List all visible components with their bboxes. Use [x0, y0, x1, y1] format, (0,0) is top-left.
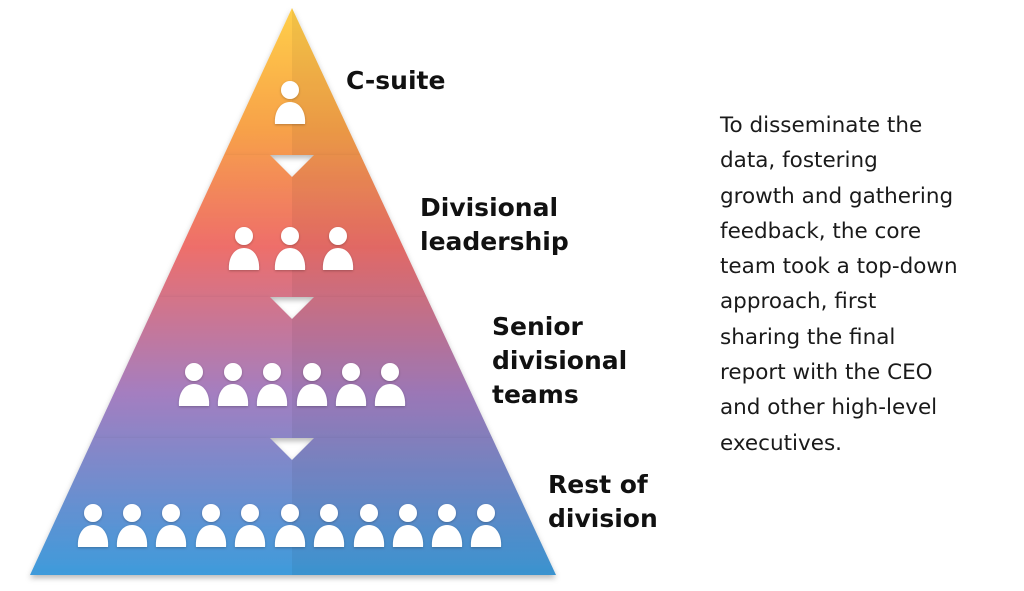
description-line: team took a top-down	[720, 254, 958, 280]
tier-label-3: Senior divisional teams	[492, 310, 627, 412]
tier-label-line: C-suite	[346, 66, 446, 95]
tier-label-line: Senior	[492, 312, 583, 341]
person-icon	[155, 504, 187, 547]
person-icon	[313, 504, 345, 547]
person-icon	[217, 363, 249, 406]
tier-label-line: divisional	[492, 346, 628, 375]
tier-label-4: Rest of division	[548, 468, 658, 536]
description-line: and other high-level	[720, 395, 938, 421]
tier-label-line: teams	[492, 380, 579, 409]
description-line: data, fostering	[720, 148, 878, 174]
pyramid-tier-shade-1	[292, 8, 361, 155]
tier-label-line: division	[548, 504, 658, 533]
person-icon	[374, 363, 406, 406]
person-icon	[392, 504, 424, 547]
person-icon	[335, 363, 367, 406]
tier-label-line: leadership	[420, 227, 569, 256]
pyramid-tier-shade-2	[292, 155, 427, 297]
tier-label-line: Rest of	[548, 470, 648, 499]
person-icon	[274, 504, 306, 547]
description-line: feedback, the core	[720, 218, 922, 244]
person-icon	[274, 227, 306, 270]
description-line: approach, first	[720, 289, 877, 315]
description-line: executives.	[720, 430, 842, 456]
description-line: sharing the final	[720, 324, 896, 350]
people-icons	[77, 81, 502, 547]
person-icon	[77, 504, 109, 547]
tier-label-line: Divisional	[420, 193, 559, 222]
person-icon	[470, 504, 502, 547]
pyramid-tier-2	[158, 155, 427, 297]
description-text: To disseminate the data, fostering growth …	[720, 108, 1010, 461]
tier-label-1: C-suite	[346, 64, 445, 98]
description-line: To disseminate the	[720, 113, 923, 138]
person-icon	[274, 81, 306, 124]
person-icon	[256, 363, 288, 406]
description-line: growth and gathering	[720, 183, 954, 209]
person-icon	[296, 363, 328, 406]
person-icon	[234, 504, 266, 547]
person-icon	[322, 227, 354, 270]
person-icon	[353, 504, 385, 547]
person-icon	[178, 363, 210, 406]
person-icon	[228, 227, 260, 270]
person-icon	[116, 504, 148, 547]
person-icon	[431, 504, 463, 547]
description-line: report with the CEO	[720, 360, 933, 386]
tier-label-2: Divisional leadership	[420, 191, 569, 259]
person-icon	[195, 504, 227, 547]
